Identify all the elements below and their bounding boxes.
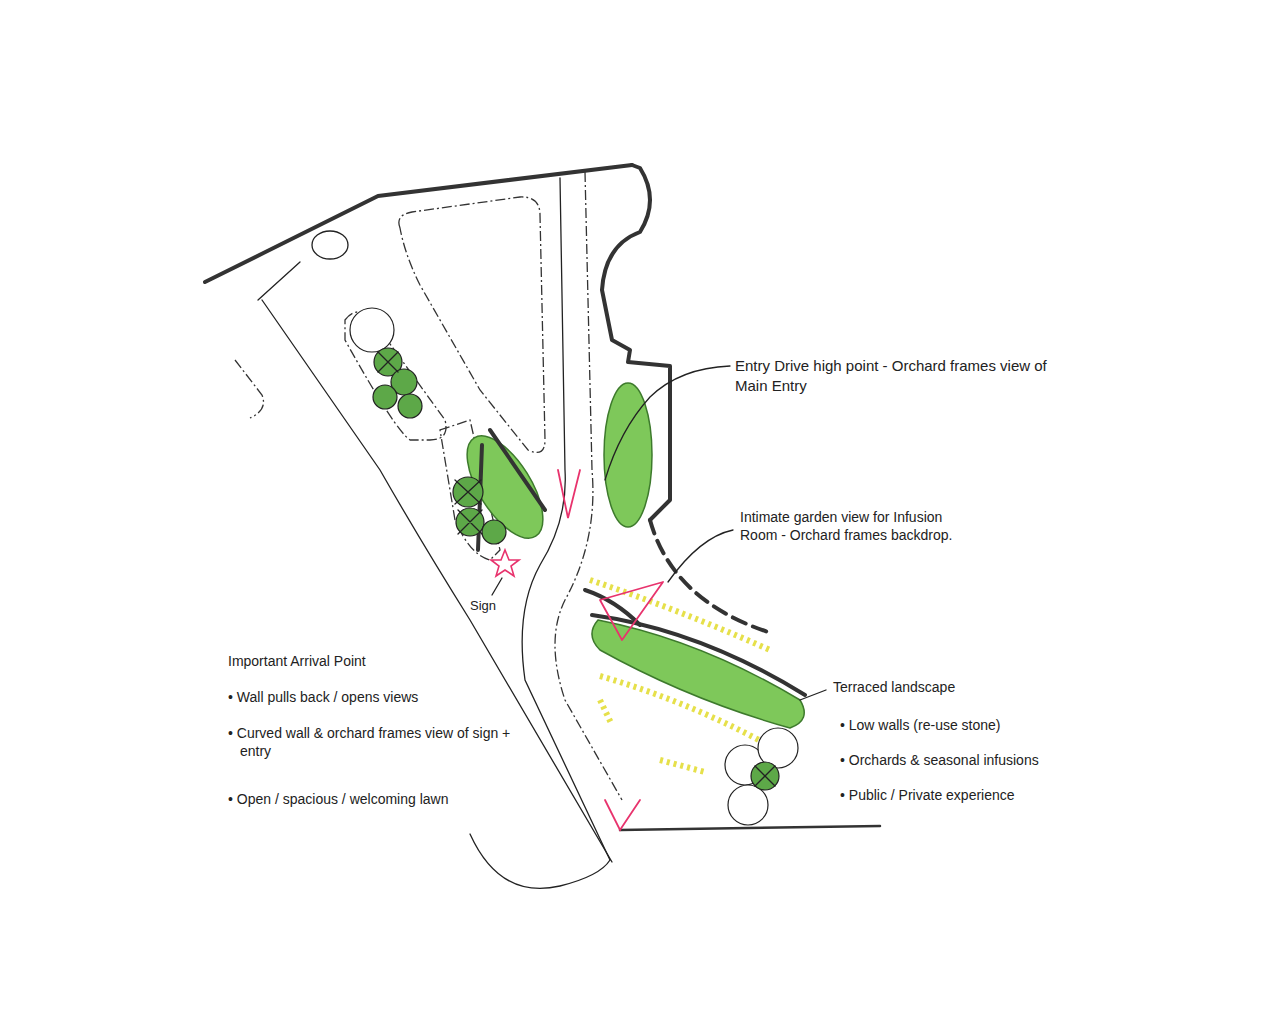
annotation-text: Intimate garden view for Infusion Room -… xyxy=(740,508,980,544)
planting-bed xyxy=(312,231,348,259)
pine-tree xyxy=(398,394,422,418)
pine-tree xyxy=(373,385,397,409)
annotation-text: Terraced landscape xyxy=(833,678,1053,696)
tree xyxy=(350,308,394,352)
road-edge xyxy=(258,262,300,300)
property-boundary xyxy=(205,165,632,282)
sign-star xyxy=(491,550,519,576)
annotation-text: Sign xyxy=(470,598,530,615)
annotation-text: • Curved wall & orchard frames view of s… xyxy=(228,724,515,760)
annotation-text: Entry Drive high point - Orchard frames … xyxy=(735,356,1075,395)
low-wall xyxy=(585,590,640,625)
parking-island xyxy=(399,197,545,453)
orchard xyxy=(604,383,652,527)
road-edge xyxy=(262,300,612,862)
pine-needles xyxy=(378,352,482,534)
leader-line xyxy=(470,834,610,888)
view-marker xyxy=(605,800,640,830)
pine-tree xyxy=(482,520,506,544)
leader-line xyxy=(668,530,733,582)
tree xyxy=(728,785,768,825)
view-marker xyxy=(558,470,580,518)
orchard xyxy=(452,424,558,550)
view-marker xyxy=(600,582,663,640)
pine-tree xyxy=(751,762,779,790)
pine-needles xyxy=(755,766,775,786)
annotation-text: • Low walls (re-use stone) xyxy=(840,716,1102,734)
road-edge xyxy=(235,360,264,418)
property-edge xyxy=(620,826,880,830)
seasonal-planting xyxy=(600,700,612,725)
annotation-text: • Orchards & seasonal infusions xyxy=(840,751,1102,769)
seasonal-planting xyxy=(660,760,705,772)
annotation-text: Important Arrival Point xyxy=(228,652,508,670)
leader-line xyxy=(605,366,730,480)
pine-cluster xyxy=(373,348,506,544)
low-wall xyxy=(490,430,545,510)
leader-line xyxy=(800,690,826,700)
annotation-text: • Public / Private experience xyxy=(840,786,1102,804)
low-wall xyxy=(592,615,805,695)
annotation-text: • Wall pulls back / opens views xyxy=(228,688,540,706)
annotation-text: • Open / spacious / welcoming lawn xyxy=(228,790,540,808)
leader-line xyxy=(492,578,502,595)
